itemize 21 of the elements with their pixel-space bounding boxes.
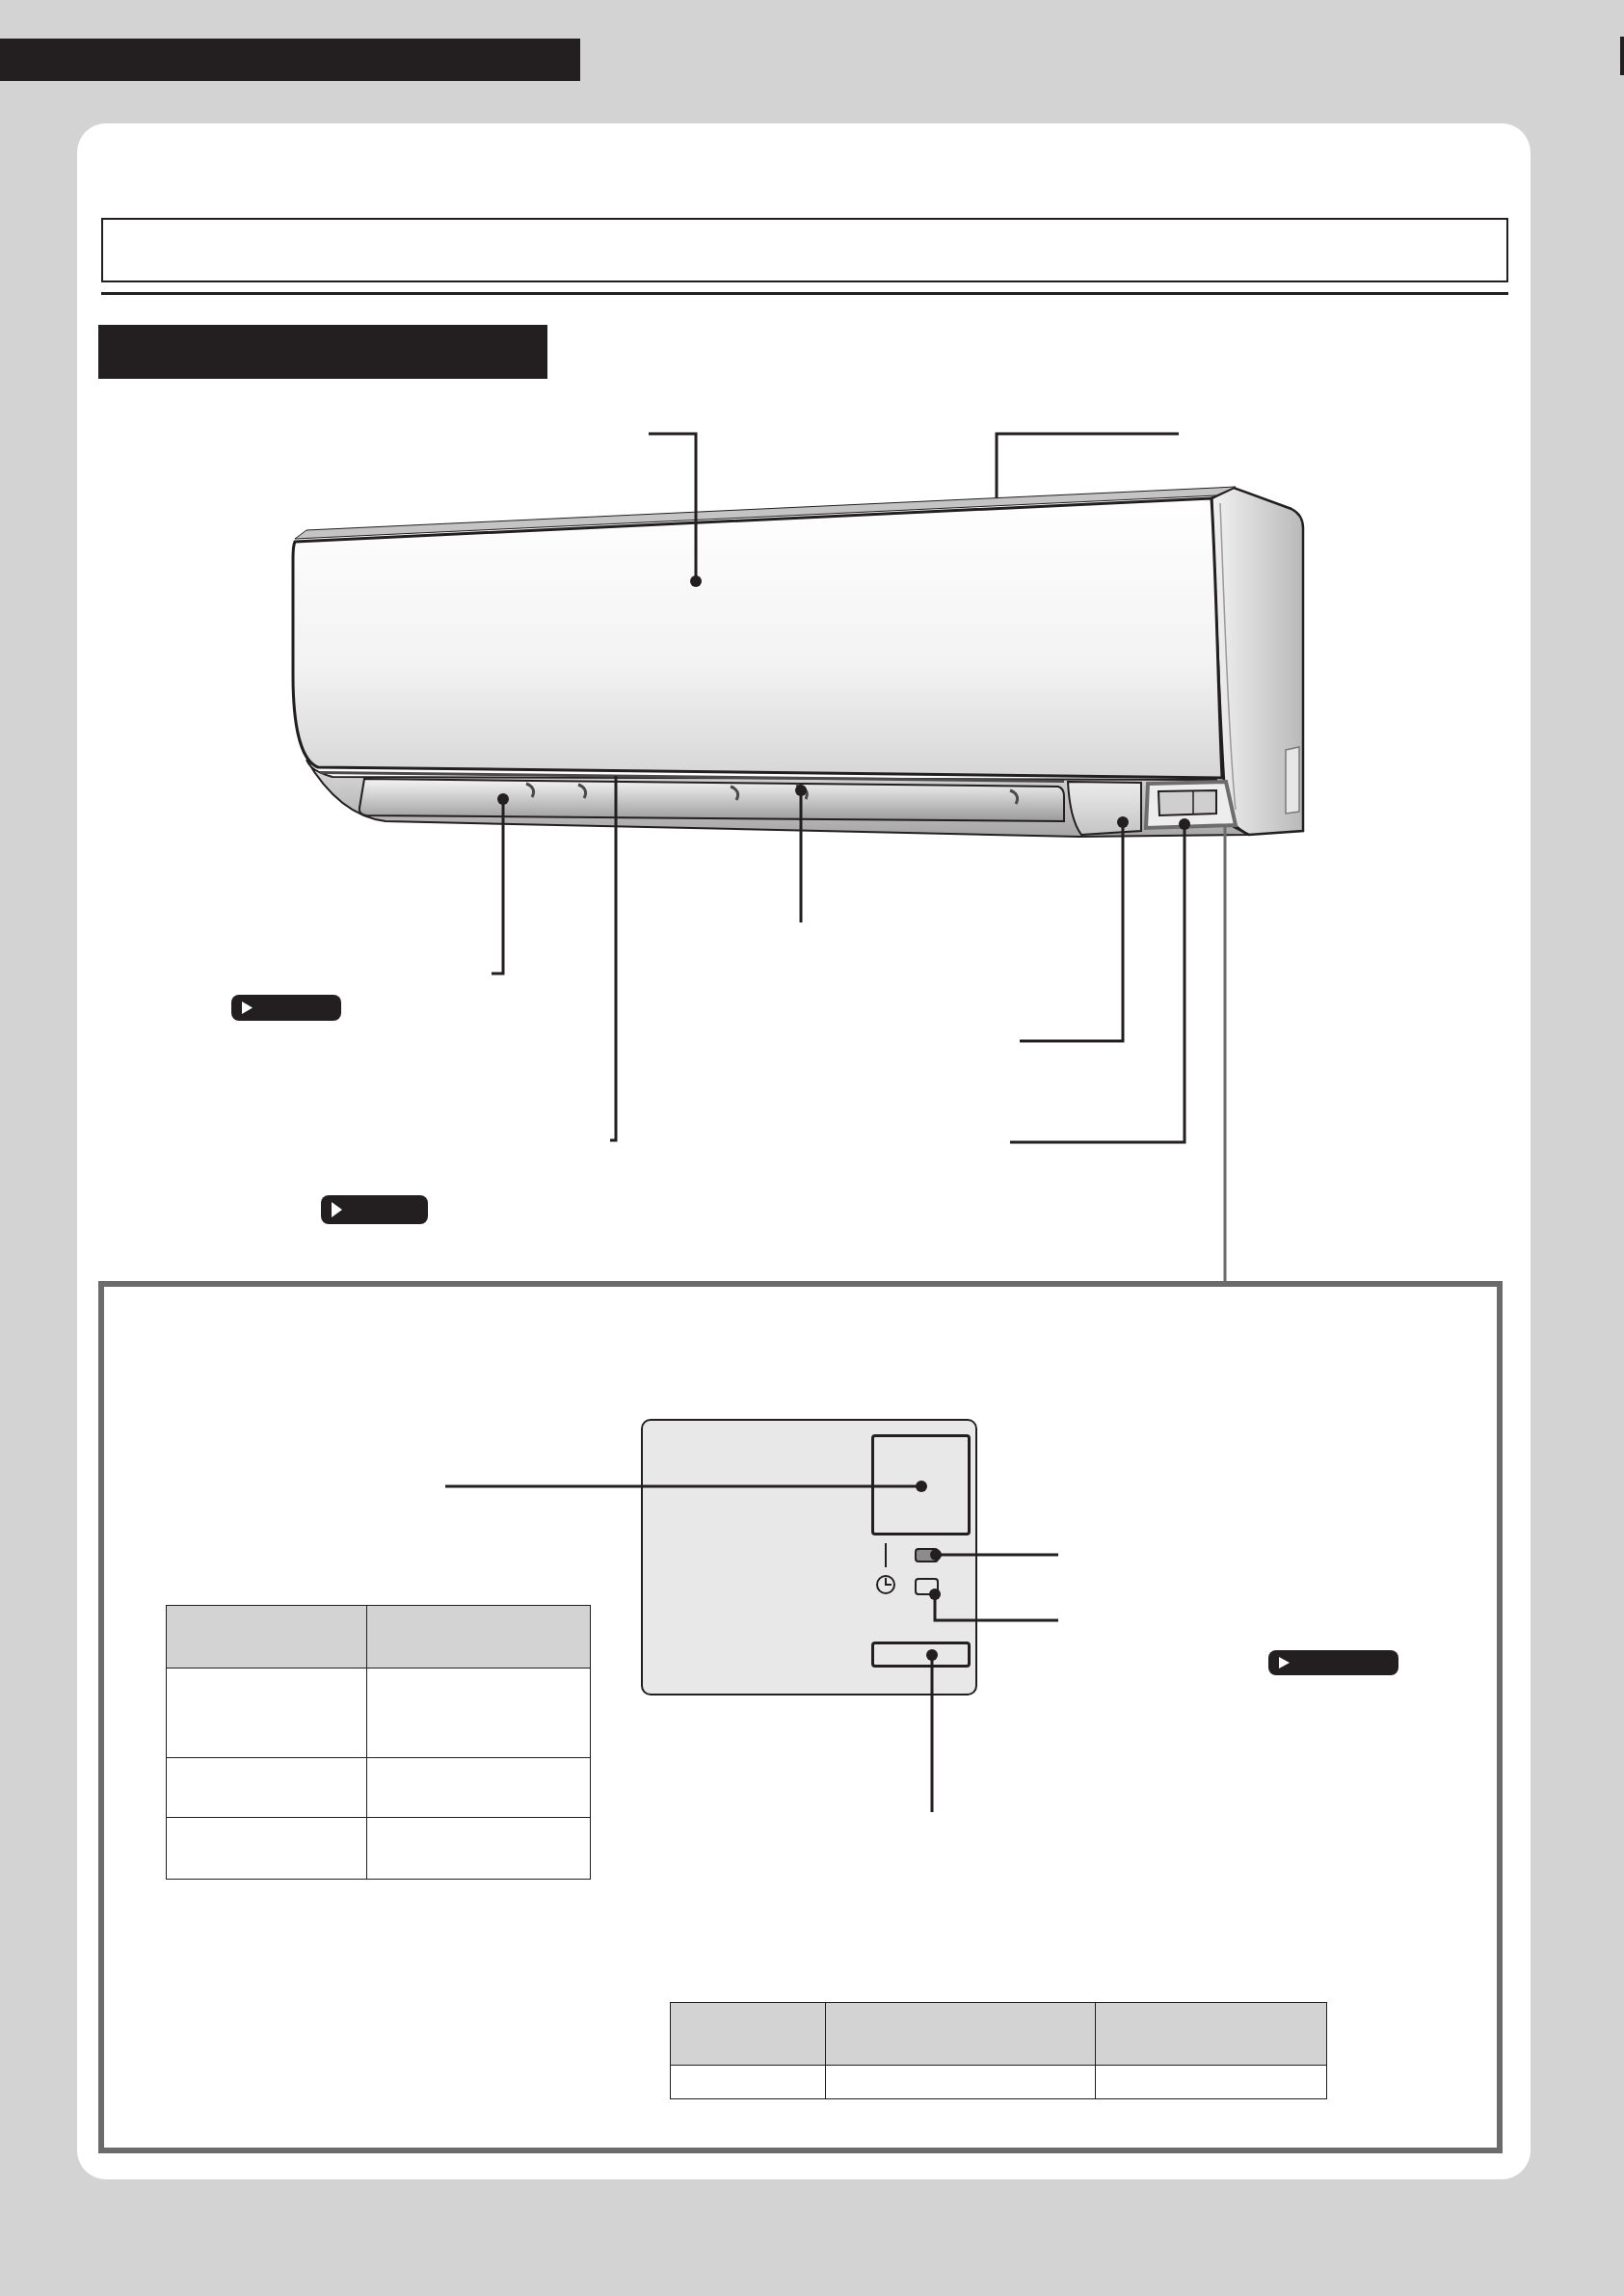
connector-line: [1223, 826, 1227, 1281]
note-frame: [101, 218, 1508, 282]
display-window: [871, 1434, 971, 1535]
control-window: [1144, 780, 1238, 831]
section-heading-bar: [98, 325, 547, 379]
leader-line: [492, 793, 509, 975]
leader-line: [795, 785, 807, 922]
leader-line: [649, 432, 702, 587]
control-panel: [641, 1419, 977, 1695]
leader-line: [930, 1549, 1058, 1561]
leader-line: [1020, 816, 1129, 1043]
panel-button: [871, 1642, 971, 1668]
leader-line: [926, 1649, 938, 1812]
leader-line: [445, 1481, 927, 1492]
side-cover: [1066, 780, 1143, 837]
heading-bar: [0, 39, 580, 81]
leader-line: [1010, 818, 1190, 1144]
panel-seam-strip: [319, 770, 1065, 784]
leader-line: [610, 776, 618, 1142]
leader-line: [995, 432, 1179, 498]
leader-line: [929, 1589, 1058, 1622]
